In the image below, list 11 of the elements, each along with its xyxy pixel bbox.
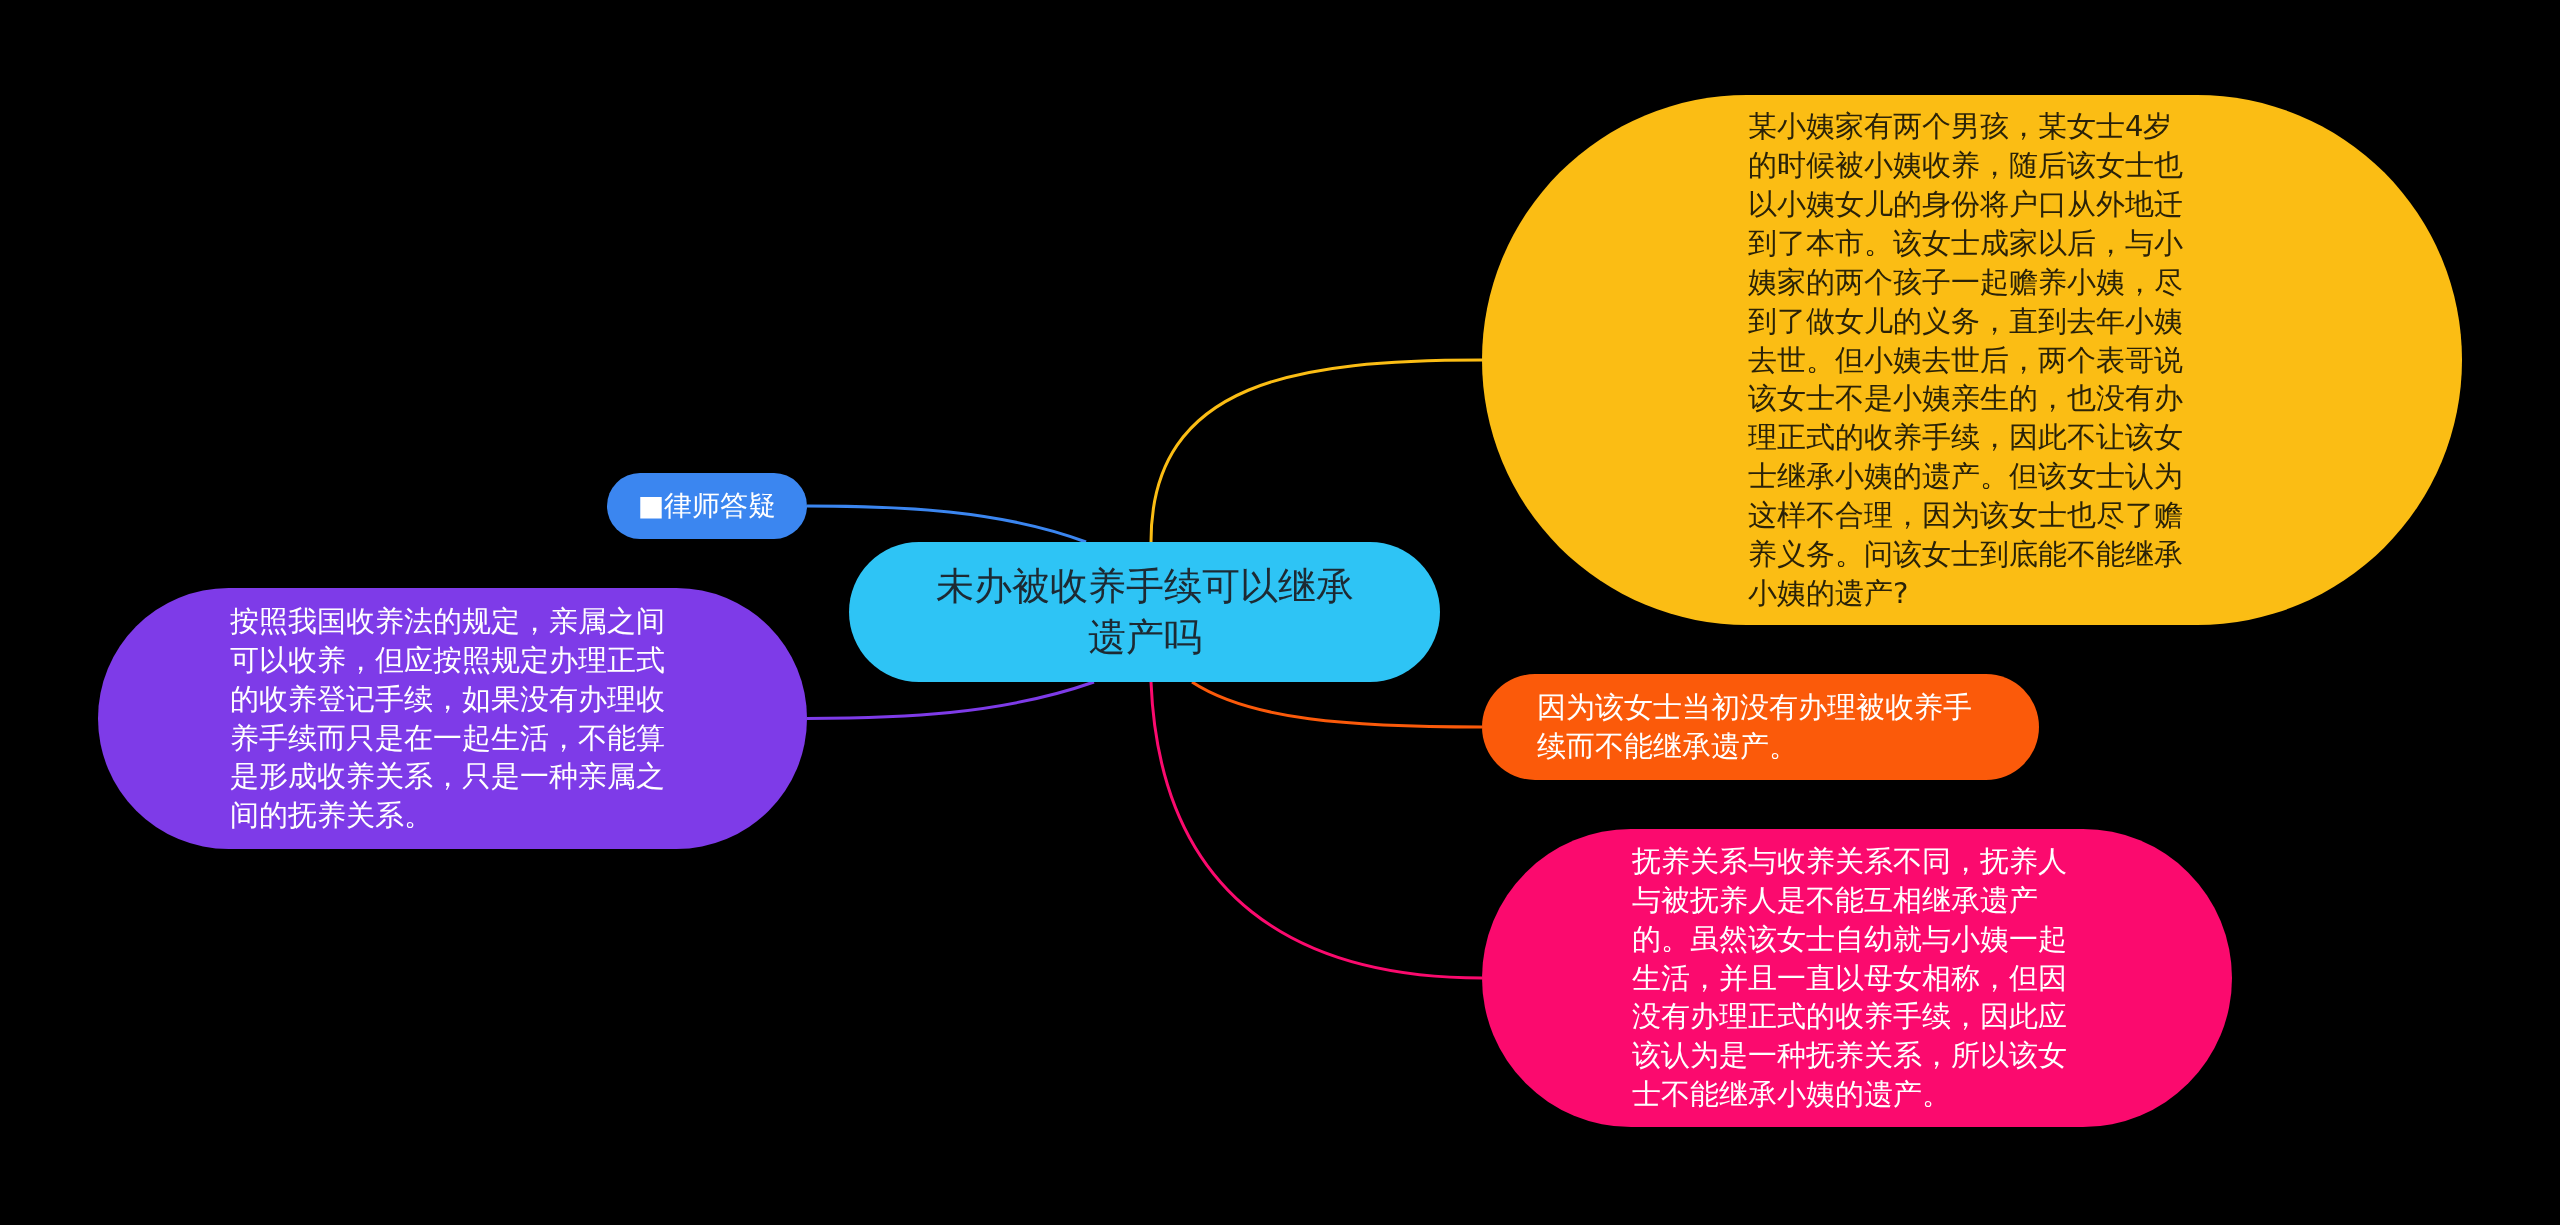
node-text: ■律师答疑 [636, 488, 778, 525]
node-text: 抚养关系与收养关系不同，抚养人与被抚养人是不能互相继承遗产的。虽然该女士自幼就与小姨一起生活，并且一直以母女相称，但因没有办理正式的收养手续，因此应该认为是一种抚养关系，所以该女士不能继承小姨的遗产。 [1632, 843, 2068, 1114]
connector-line [807, 680, 1095, 720]
node-text: 按照我国收养法的规定，亲属之间可以收养，但应按照规定办理正式的收养登记手续，如果没有办理收养手续而只是在一起生活，不能算是形成收养关系，只是一种亲属之间的抚养关系。 [230, 602, 666, 835]
connector-line [807, 504, 1087, 544]
node-text: 某小姨家有两个男孩，某女士4岁的时候被小姨收养，随后该女士也以小姨女儿的身份将户口从外地迁到了本市。该女士成家以后，与小姨家的两个孩子一起赡养小姨，尽到了做女儿的义务，直到去年小姨去世。但小姨去世后，两个表哥说该女士不是小姨亲生的，也没有办理正式的收养手续，因此不让该女士继承小姨的遗产。但该女士认为这样不合理，因为该女士也尽了赡养义务。问该女士到底能不能继承小姨的遗产? [1748, 108, 2184, 612]
node-text: 未办被收养手续可以继承遗产吗 [934, 563, 1355, 661]
connector-line [1149, 681, 1483, 980]
node-text: 因为该女士当初没有办理被收养手续而不能继承遗产。 [1537, 689, 1973, 765]
connector-line [1149, 358, 1482, 543]
connector-line [1191, 680, 1482, 729]
